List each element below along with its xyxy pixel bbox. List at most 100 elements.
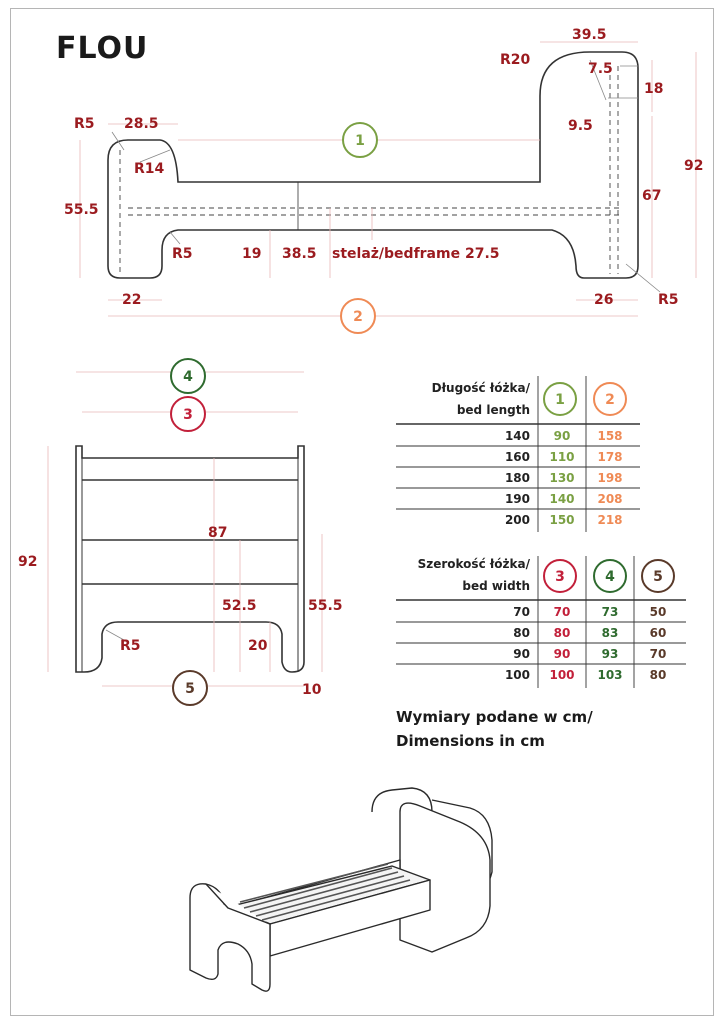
- length-row-col1: 90: [554, 429, 571, 443]
- length-row-col1: 130: [549, 471, 574, 485]
- length-row-value: 160: [505, 450, 530, 464]
- width-row-col4: 103: [597, 668, 622, 682]
- length-col-marker-2-label: 2: [605, 392, 615, 408]
- dim-55-5-end: 55.5: [308, 598, 343, 614]
- dim-r20: R20: [500, 52, 531, 68]
- dim-22: 22: [122, 292, 141, 308]
- dim-r5-right: R5: [658, 292, 679, 308]
- dim-39-5: 39.5: [572, 27, 607, 43]
- width-row-col4: 83: [602, 626, 619, 640]
- end-view: 4 3 5 92 87 52.5 55.5 R5 20 10: [18, 358, 343, 706]
- dim-r14: R14: [134, 161, 165, 177]
- width-row-col4: 73: [602, 605, 619, 619]
- width-table: Szerokość łóżka/ bed width 3 4 5: [396, 556, 686, 688]
- marker-1-label: 1: [355, 133, 365, 149]
- length-row-value: 180: [505, 471, 530, 485]
- dim-9-5: 9.5: [568, 118, 593, 134]
- width-row-value: 70: [513, 605, 530, 619]
- width-row-col5: 60: [650, 626, 667, 640]
- width-row-col3: 90: [554, 647, 571, 661]
- side-view-outline: [107, 51, 639, 279]
- iso-headboard-front: [399, 802, 491, 953]
- leader-r5-top: [111, 131, 125, 151]
- dim-18: 18: [644, 81, 663, 97]
- length-row-col2: 178: [597, 450, 622, 464]
- units-note-line2: Dimensions in cm: [396, 732, 545, 750]
- dim-r5-top: R5: [74, 116, 95, 132]
- leader-r20: [589, 59, 607, 101]
- width-row-col3: 100: [549, 668, 574, 682]
- dim-87: 87: [208, 525, 227, 541]
- dim-92-end: 92: [18, 554, 37, 570]
- width-row-value: 100: [505, 668, 530, 682]
- drawing-sheet: [10, 8, 714, 1016]
- leader-r14: [139, 149, 171, 163]
- marker-4-circle: [170, 358, 206, 394]
- width-col-marker-5: [641, 559, 675, 593]
- width-row-col3: 70: [554, 605, 571, 619]
- dim-28-5: 28.5: [124, 116, 159, 132]
- length-col-marker-2: [593, 382, 627, 416]
- leader-r5-end: [105, 629, 125, 641]
- dim-55-5-side: 55.5: [64, 202, 99, 218]
- length-row-col2: 198: [597, 471, 622, 485]
- dim-19: 19: [242, 246, 261, 262]
- width-row-col3: 80: [554, 626, 571, 640]
- length-row-col1: 110: [549, 450, 574, 464]
- width-row-value: 80: [513, 626, 530, 640]
- length-row-col2: 218: [597, 513, 622, 527]
- marker-5-circle: [172, 670, 208, 706]
- length-row-value: 140: [505, 429, 530, 443]
- length-row-col2: 208: [597, 492, 622, 506]
- page-title: FLOU: [56, 31, 148, 66]
- length-col-marker-1: [543, 382, 577, 416]
- width-header-line2: bed width: [462, 579, 530, 593]
- length-row-col2: 158: [597, 429, 622, 443]
- dim-67: 67: [642, 188, 661, 204]
- length-table-rows: 140 90 158 160 110 178 180 130 198 190 140 208 200 15…: [396, 429, 640, 527]
- marker-1-circle: [342, 122, 378, 158]
- iso-slats: [239, 863, 411, 921]
- length-row-value: 200: [505, 513, 530, 527]
- width-header-line1: Szerokość łóżka/: [418, 557, 531, 571]
- width-col-marker-4: [593, 559, 627, 593]
- marker-4-label: 4: [183, 369, 193, 385]
- side-view: 1 2 39.5 R20 7.5 18 9.5 92 67 R5 28.5 R1…: [64, 27, 703, 334]
- dim-26: 26: [594, 292, 613, 308]
- dim-bedframe: stelaż/bedframe 27.5: [332, 246, 500, 262]
- dim-r5-end: R5: [120, 638, 141, 654]
- end-view-outline: [75, 445, 305, 673]
- length-row-col1: 150: [549, 513, 574, 527]
- width-col-marker-4-label: 4: [605, 569, 615, 585]
- length-table: Długość łóżka/ bed length 1 2: [396, 376, 640, 532]
- leader-r5-right: [625, 263, 661, 293]
- dim-r5-left: R5: [172, 246, 193, 262]
- dim-92-side: 92: [684, 158, 703, 174]
- width-row-col5: 70: [650, 647, 667, 661]
- dim-10: 10: [302, 682, 322, 698]
- isometric-bed-illustration: [189, 787, 493, 992]
- dim-52-5: 52.5: [222, 598, 257, 614]
- length-row-value: 190: [505, 492, 530, 506]
- marker-5-label: 5: [185, 681, 195, 697]
- marker-3-label: 3: [183, 407, 193, 423]
- width-col-marker-3: [543, 559, 577, 593]
- width-row-value: 90: [513, 647, 530, 661]
- dim-20: 20: [248, 638, 268, 654]
- width-row-col5: 80: [650, 668, 667, 682]
- length-header-line1: Długość łóżka/: [432, 381, 531, 395]
- width-row-col5: 50: [650, 605, 667, 619]
- width-col-marker-5-label: 5: [653, 569, 663, 585]
- marker-3-circle: [170, 396, 206, 432]
- leader-r5-left: [169, 231, 181, 245]
- dim-7-5: 7.5: [588, 61, 613, 77]
- dim-38-5: 38.5: [282, 246, 317, 262]
- iso-footboard-side: [205, 883, 271, 925]
- width-col-marker-3-label: 3: [555, 569, 565, 585]
- marker-2-label: 2: [353, 309, 363, 325]
- length-row-col1: 140: [549, 492, 574, 506]
- length-header-line2: bed length: [457, 403, 530, 417]
- marker-2-circle: [340, 298, 376, 334]
